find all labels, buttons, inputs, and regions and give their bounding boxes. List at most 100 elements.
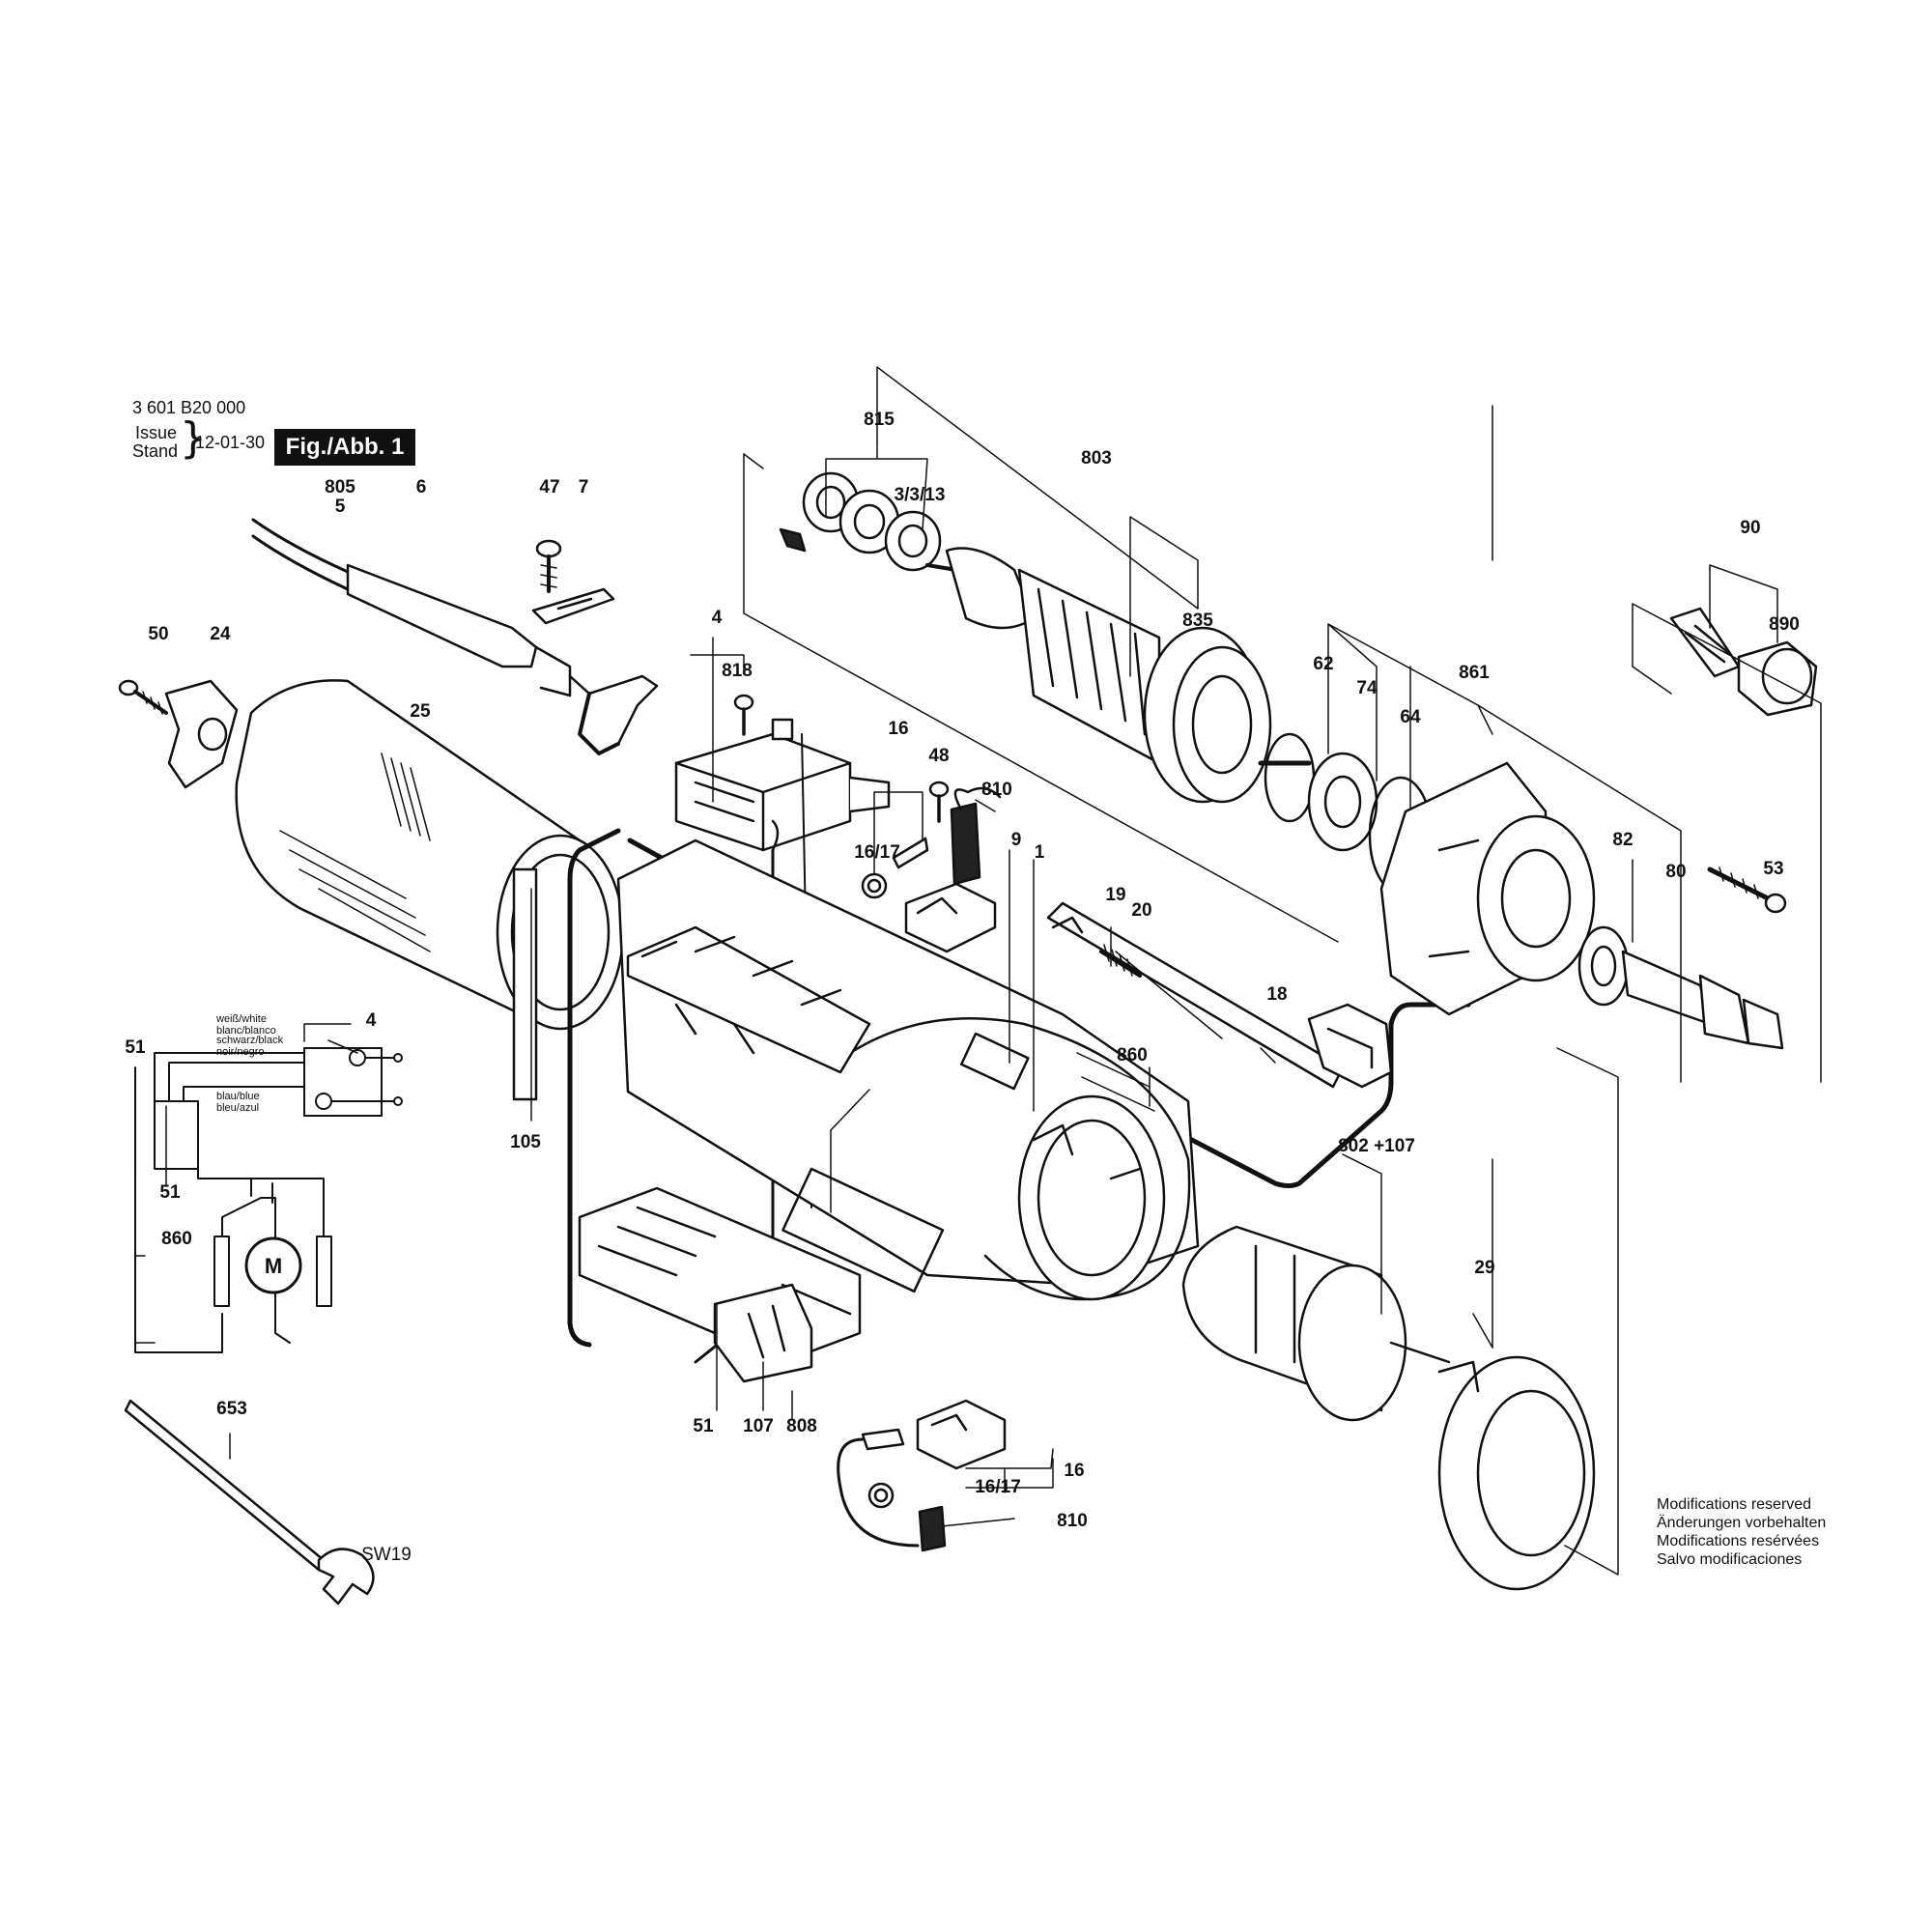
bearing-82-drawing xyxy=(1577,925,1630,1007)
callout-sw19: SW19 xyxy=(361,1545,412,1565)
switch-51-drawing xyxy=(713,1283,813,1383)
callout-53: 53 xyxy=(1763,859,1783,879)
callout-29: 29 xyxy=(1474,1258,1494,1278)
power-cable-drawing xyxy=(251,518,659,755)
wiring-schematic-drawing xyxy=(134,1047,403,1353)
wire-white-label-2: blanc/blanco xyxy=(216,1025,276,1037)
callout-653: 653 xyxy=(216,1399,247,1419)
wire-blue-label-2: bleu/azul xyxy=(216,1102,259,1114)
wire-white-label: weiß/white xyxy=(215,1013,267,1025)
armature-803-drawing xyxy=(925,547,1312,804)
callout-835: 835 xyxy=(1182,611,1213,631)
callout-47: 47 xyxy=(539,477,559,497)
callout-25: 25 xyxy=(410,701,431,722)
callout-74: 74 xyxy=(1356,678,1378,698)
housing-25-drawing xyxy=(235,679,625,1031)
nut-890-drawing xyxy=(1737,640,1818,717)
callout-810-bottom: 810 xyxy=(1057,1511,1088,1531)
brush-holder-top-drawing xyxy=(861,837,997,953)
callout-107: 107 xyxy=(743,1416,774,1436)
flange-861-drawing xyxy=(1379,761,1596,1016)
callout-62: 62 xyxy=(1313,654,1333,674)
wiring-label-860: 860 xyxy=(161,1229,192,1249)
screw-47-drawing xyxy=(535,539,562,593)
notice-line-es: Salvo modificaciones xyxy=(1657,1551,1803,1568)
notice-line-fr: Modifications resérvées xyxy=(1657,1533,1820,1549)
wrench-653-drawing xyxy=(124,1399,375,1605)
bearing-74-drawing xyxy=(1307,752,1378,852)
screw-50-drawing xyxy=(118,679,168,715)
switch-4-drawing xyxy=(674,718,891,852)
modifications-notice: Modifications reserved Änderungen vorbeh… xyxy=(1657,1495,1826,1569)
callout-80: 80 xyxy=(1665,862,1686,882)
callout-861: 861 xyxy=(1459,663,1490,683)
wiring-label-4: 4 xyxy=(366,1010,377,1031)
callout-7: 7 xyxy=(579,477,589,497)
screw-53-drawing xyxy=(1707,867,1787,914)
brace-symbol: } xyxy=(180,413,207,463)
callout-16-17: 16/17 xyxy=(854,842,900,863)
callout-860: 860 xyxy=(1117,1045,1148,1065)
callout-18: 18 xyxy=(1266,984,1287,1005)
bracket-7-drawing xyxy=(531,587,615,625)
callout-20: 20 xyxy=(1131,900,1151,921)
callout-815: 815 xyxy=(864,410,895,430)
callout-5: 5 xyxy=(335,497,346,517)
cover-29-drawing xyxy=(1389,1341,1596,1591)
figure-label: Fig./Abb. 1 xyxy=(274,429,415,466)
field-coil-802-drawing xyxy=(1181,1225,1407,1422)
notice-line-de: Änderungen vorbehalten xyxy=(1657,1515,1827,1531)
callout-802-107: 802 +107 xyxy=(1338,1136,1415,1156)
internal-frame-drawing xyxy=(626,925,871,1074)
callout-90: 90 xyxy=(1740,518,1760,538)
motor-symbol: M xyxy=(265,1254,282,1278)
callout-818: 818 xyxy=(722,661,753,681)
screw-48-drawing xyxy=(928,781,950,823)
callout-890: 890 xyxy=(1769,614,1800,635)
wire-black-label: schwarz/black xyxy=(216,1035,284,1046)
callout-82: 82 xyxy=(1612,830,1633,850)
callout-810: 810 xyxy=(981,780,1012,800)
callout-64: 64 xyxy=(1400,707,1421,727)
issue-label: Issue xyxy=(135,423,178,442)
callout-48: 48 xyxy=(928,746,949,766)
callout-16: 16 xyxy=(888,719,908,739)
callout-808: 808 xyxy=(786,1416,817,1436)
callout-3-3-13: 3/3/13 xyxy=(895,485,946,505)
retaining-ring-62-drawing xyxy=(1264,732,1316,823)
spring-19-drawing xyxy=(1099,944,1142,978)
part-18-drawing xyxy=(1307,1003,1393,1089)
nut-24-drawing xyxy=(164,679,239,789)
screw-818-drawing xyxy=(733,694,754,736)
brush-holder-bottom-drawing xyxy=(837,1399,1007,1548)
callout-16-17-bottom: 16/17 xyxy=(975,1477,1021,1497)
callout-105: 105 xyxy=(510,1132,541,1152)
callout-1: 1 xyxy=(1035,842,1045,863)
part-number: 3 601 B20 000 xyxy=(132,398,246,417)
part-105-drawing xyxy=(512,867,538,1101)
callout-24: 24 xyxy=(210,624,231,644)
spindle-80-drawing xyxy=(1621,950,1784,1050)
leader-lines xyxy=(134,366,1822,1576)
callout-19: 19 xyxy=(1105,885,1125,905)
callout-805: 805 xyxy=(325,477,355,497)
callout-6: 6 xyxy=(416,477,427,497)
stand-label: Stand xyxy=(132,441,179,461)
wire-black-label-2: noir/negro xyxy=(216,1046,265,1058)
callout-803: 803 xyxy=(1081,448,1112,469)
callout-16-bottom: 16 xyxy=(1064,1461,1084,1481)
notice-line-en: Modifications reserved xyxy=(1657,1496,1812,1513)
main-housing-1-drawing xyxy=(616,838,1200,1301)
brush-810-drawing xyxy=(950,786,1002,886)
callout-4: 4 xyxy=(712,608,723,628)
brush-810-bottom-drawing xyxy=(918,1505,947,1552)
wiring-label-51-top: 51 xyxy=(125,1037,146,1058)
callout-9: 9 xyxy=(1011,830,1022,850)
bearing-815-drawing xyxy=(779,471,942,572)
callout-50: 50 xyxy=(148,624,168,644)
wiring-label-51-mid: 51 xyxy=(159,1182,181,1203)
issue-date: 12-01-30 xyxy=(195,433,266,452)
callout-51: 51 xyxy=(693,1416,714,1436)
wire-blue-label: blau/blue xyxy=(216,1091,260,1102)
